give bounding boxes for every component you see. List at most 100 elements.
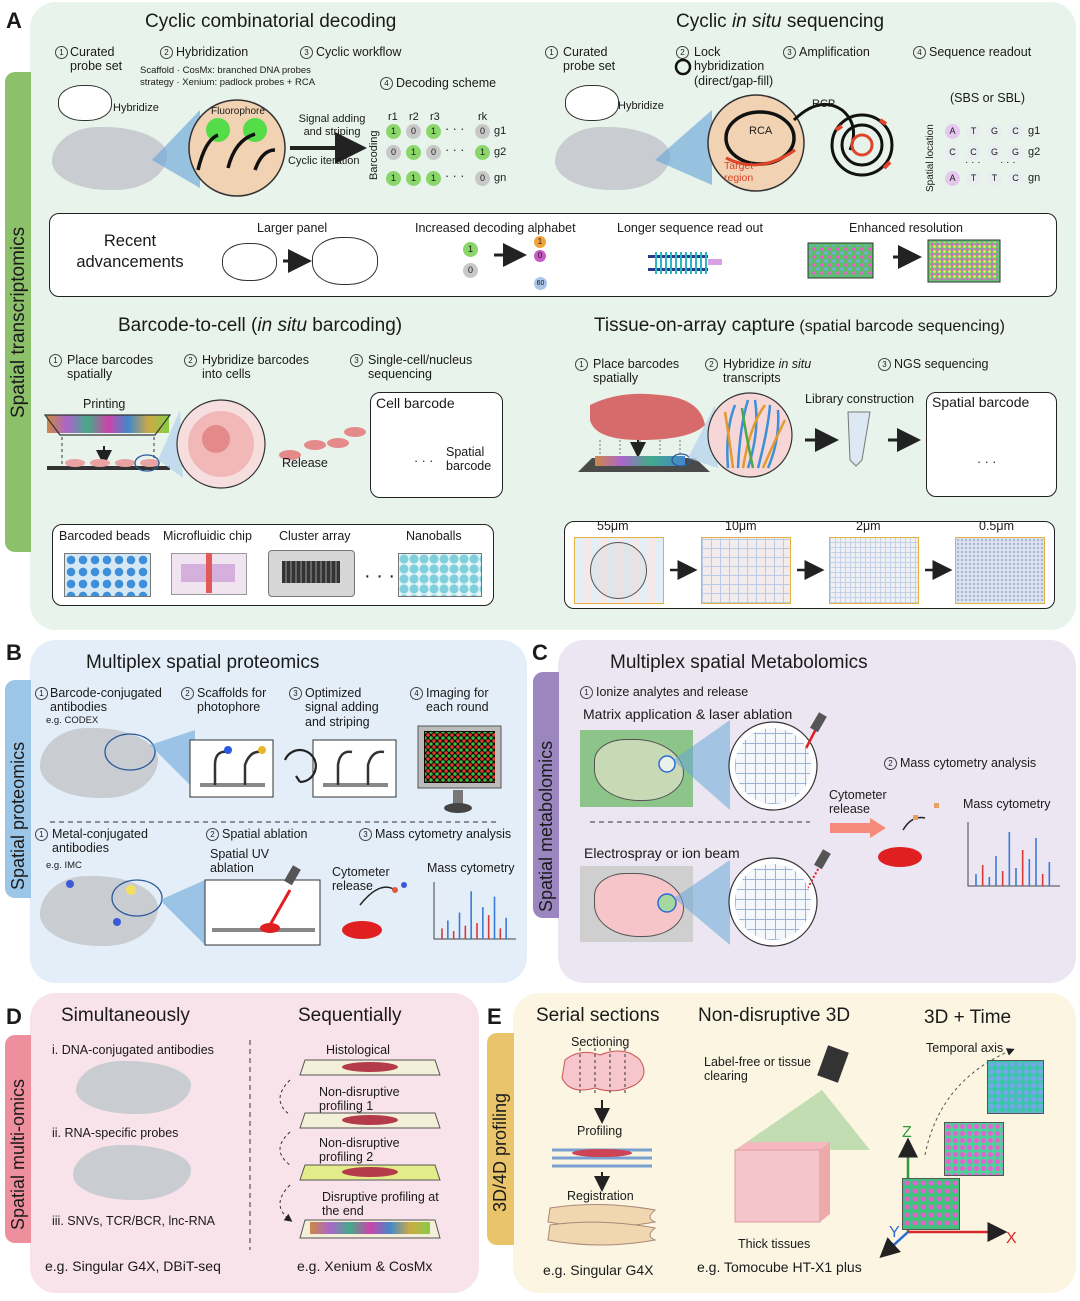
ellipsis: · · ·	[414, 454, 434, 468]
es-grid	[735, 864, 811, 940]
spatial-barcode-box	[926, 392, 1057, 497]
res-55: 55μm	[597, 519, 629, 533]
title-tissue-on-array: Tissue-on-array capture (spatial barcode…	[594, 315, 1005, 336]
ellipsis: · · ·	[364, 565, 396, 587]
round-r3: r3	[430, 111, 440, 123]
seq-hybridize-label: Hybridize	[618, 100, 664, 112]
code-cell: 1	[426, 171, 441, 186]
cube-t3	[987, 1060, 1044, 1114]
e-registration: Registration	[567, 1189, 634, 1203]
metal-step3: Mass cytometry analysis	[375, 827, 512, 841]
res-05: 0.5μm	[979, 519, 1014, 533]
seq-tissue-section	[555, 127, 670, 190]
panel-d	[30, 993, 479, 1293]
sequence-read-bars	[655, 252, 707, 274]
step-cyclic-workflow: Cyclic workflow	[316, 45, 402, 59]
seq-base: A	[945, 124, 960, 139]
toa-step2: Hybridize in situ transcripts	[723, 357, 812, 386]
metab-spectrum-plot	[967, 822, 1060, 887]
code-cell: 1	[406, 145, 421, 160]
advancements-box	[49, 213, 1057, 297]
d-item-iii: iii. SNVs, TCR/BCR, lnc-RNA	[52, 1214, 215, 1228]
format-beads: Barcoded beads	[59, 529, 151, 543]
scaffold-note-2: strategy · Xenium: padlock probes + RCA	[140, 77, 316, 88]
d-nd1: Non-disruptive profiling 1	[319, 1085, 400, 1114]
simul-title: Simultaneously	[61, 1005, 190, 1026]
step-marker: 2	[181, 687, 194, 700]
nanoballs-graphic	[398, 553, 482, 597]
d-item-ii: ii. RNA-specific probes	[52, 1126, 179, 1140]
step-marker: 2	[884, 757, 897, 770]
alpha-node: 0	[463, 263, 478, 278]
b2c-step2: Hybridize barcodes into cells	[202, 353, 309, 382]
tissue-section	[52, 127, 167, 190]
code-cell: 0	[406, 124, 421, 139]
prot-step2: Scaffolds for photophore	[197, 686, 267, 715]
metal-step2: Spatial ablation	[222, 827, 308, 841]
gene-g1: g1	[494, 125, 507, 137]
round-r2: r2	[409, 111, 419, 123]
advancements-title: Recent advancements	[76, 232, 184, 271]
title-barcode-to-cell: Barcode-to-cell (in situ barcoding)	[118, 315, 403, 336]
large-probe-blob	[312, 237, 378, 285]
seq-gene: g1	[1028, 125, 1041, 137]
panel-letter-c: C	[532, 640, 548, 665]
panel-letter-e: E	[487, 1004, 502, 1029]
d-eg1: e.g. Singular G4X, DBiT-seq	[45, 1258, 221, 1274]
ellipsis: · · ·	[445, 122, 465, 136]
scaffold-note-1: Scaffold · CosMx: branched DNA probes	[140, 65, 311, 76]
adv-larger-panel: Larger panel	[257, 221, 328, 235]
panel-letter-d: D	[6, 1004, 22, 1029]
step-marker: 2	[206, 828, 219, 841]
step-marker: 1	[545, 46, 558, 59]
gene-g2: g2	[494, 146, 507, 158]
toa-step1: Place barcodes spatially	[593, 357, 680, 386]
cube-t2	[944, 1122, 1004, 1176]
cube-t1	[902, 1178, 960, 1230]
seq-base: C	[1008, 171, 1023, 186]
code-cell: 1	[386, 124, 401, 139]
step-decoding-scheme: Decoding scheme	[396, 76, 497, 90]
d-disruptive: Disruptive profiling at the end	[322, 1190, 439, 1219]
metal-step1: Metal-conjugated antibodies	[52, 827, 148, 856]
metal-tissue	[40, 876, 158, 946]
e-eg2: e.g. Tomocube HT-X1 plus	[697, 1259, 862, 1275]
ellipsis: · · ·	[445, 143, 465, 157]
ellipsis: · · · · · ·	[965, 157, 1016, 168]
e-temporal: Temporal axis	[926, 1041, 1004, 1055]
metab-mass-label: Mass cytometry	[963, 797, 1051, 811]
cluster-lanes	[282, 561, 340, 583]
spatial-barcode-box-label: Spatial barcode	[932, 394, 1030, 410]
title-metabolomics: Multiplex spatial Metabolomics	[610, 652, 868, 673]
resolution-high	[930, 242, 998, 280]
title-cyclic-insitu: Cyclic in situ sequencing	[676, 11, 885, 32]
gene-gn: gn	[494, 172, 507, 184]
prot-codex: e.g. CODEX	[46, 715, 99, 726]
d-histological: Histological	[326, 1043, 390, 1057]
code-cell: 0	[426, 145, 441, 160]
seq-step-curated: Curated probe set	[563, 45, 616, 74]
seq-base: A	[945, 171, 960, 186]
cyclic-iteration-label: Cyclic iteration	[288, 155, 360, 167]
alpha-node: 0	[534, 250, 546, 262]
release-label: Release	[282, 456, 328, 470]
probe-set-blob	[58, 85, 112, 121]
seq-base: G	[987, 124, 1002, 139]
prot-step3: Optimized signal adding and striping	[305, 686, 379, 729]
e-labelfree: Label-free or tissue clearing	[704, 1055, 812, 1084]
alpha-node: 1	[463, 242, 478, 257]
matrix-grid	[735, 728, 811, 804]
step-marker: 1	[55, 46, 68, 59]
seq-base: C	[945, 145, 960, 160]
printing-head	[47, 415, 169, 433]
code-cell: 0	[386, 145, 401, 160]
prot-step4: Imaging for each round	[426, 686, 489, 715]
fluorophore-label: Fluorophore	[211, 106, 265, 117]
step-marker: 1	[580, 686, 593, 699]
round-r1: r1	[388, 111, 398, 123]
spot-55	[590, 542, 647, 599]
seq-base: G	[987, 145, 1002, 160]
step-marker: 3	[359, 828, 372, 841]
